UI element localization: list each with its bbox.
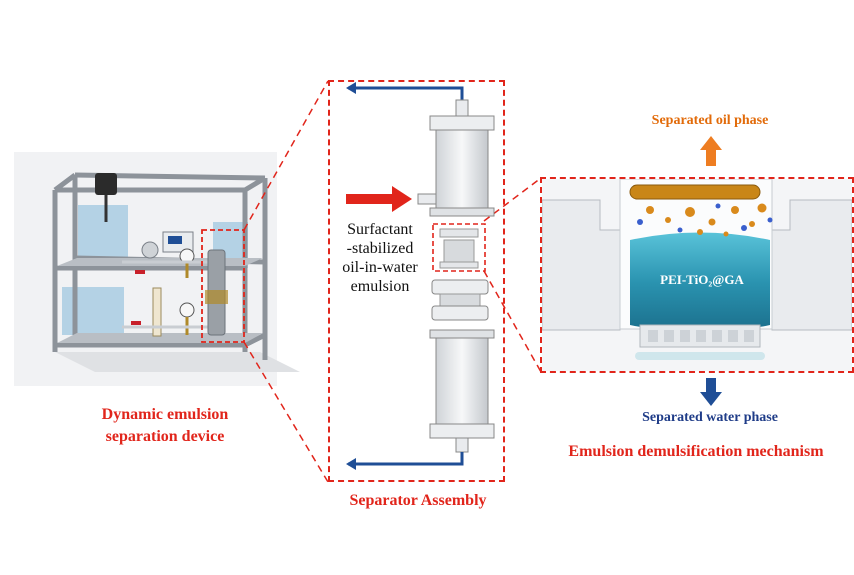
mechanism-frame	[540, 177, 854, 373]
device-caption: Dynamic emulsion separation device	[65, 404, 265, 448]
feed-line-3: oil-in-water	[342, 259, 418, 276]
upper-tank	[78, 205, 128, 260]
assembly-frame	[328, 80, 505, 482]
feed-line-1: Surfactant	[347, 221, 413, 238]
outlet-bottom-arrow	[346, 452, 464, 470]
feed-line-4: emulsion	[350, 278, 410, 295]
device-caption-line-2: separation device	[105, 428, 225, 445]
feed-line-2: -stabilized	[346, 240, 414, 257]
feed-label: Surfactant -stabilized oil-in-water emul…	[330, 220, 430, 296]
device-caption-line-1: Dynamic emulsion	[101, 406, 229, 423]
membrane-label: PEI-TiO₂@GA	[660, 272, 744, 287]
membrane-body	[630, 232, 770, 333]
water-phase-label: Separated water phase	[642, 410, 778, 425]
assembly-caption: Separator Assembly	[349, 492, 487, 509]
lower-tank	[62, 287, 124, 335]
inlet-arrow	[346, 186, 412, 212]
outlet-top-arrow	[346, 82, 464, 100]
oil-phase-label: Separated oil phase	[651, 113, 769, 128]
mechanism-caption: Emulsion demulsification mechanism	[568, 443, 824, 460]
